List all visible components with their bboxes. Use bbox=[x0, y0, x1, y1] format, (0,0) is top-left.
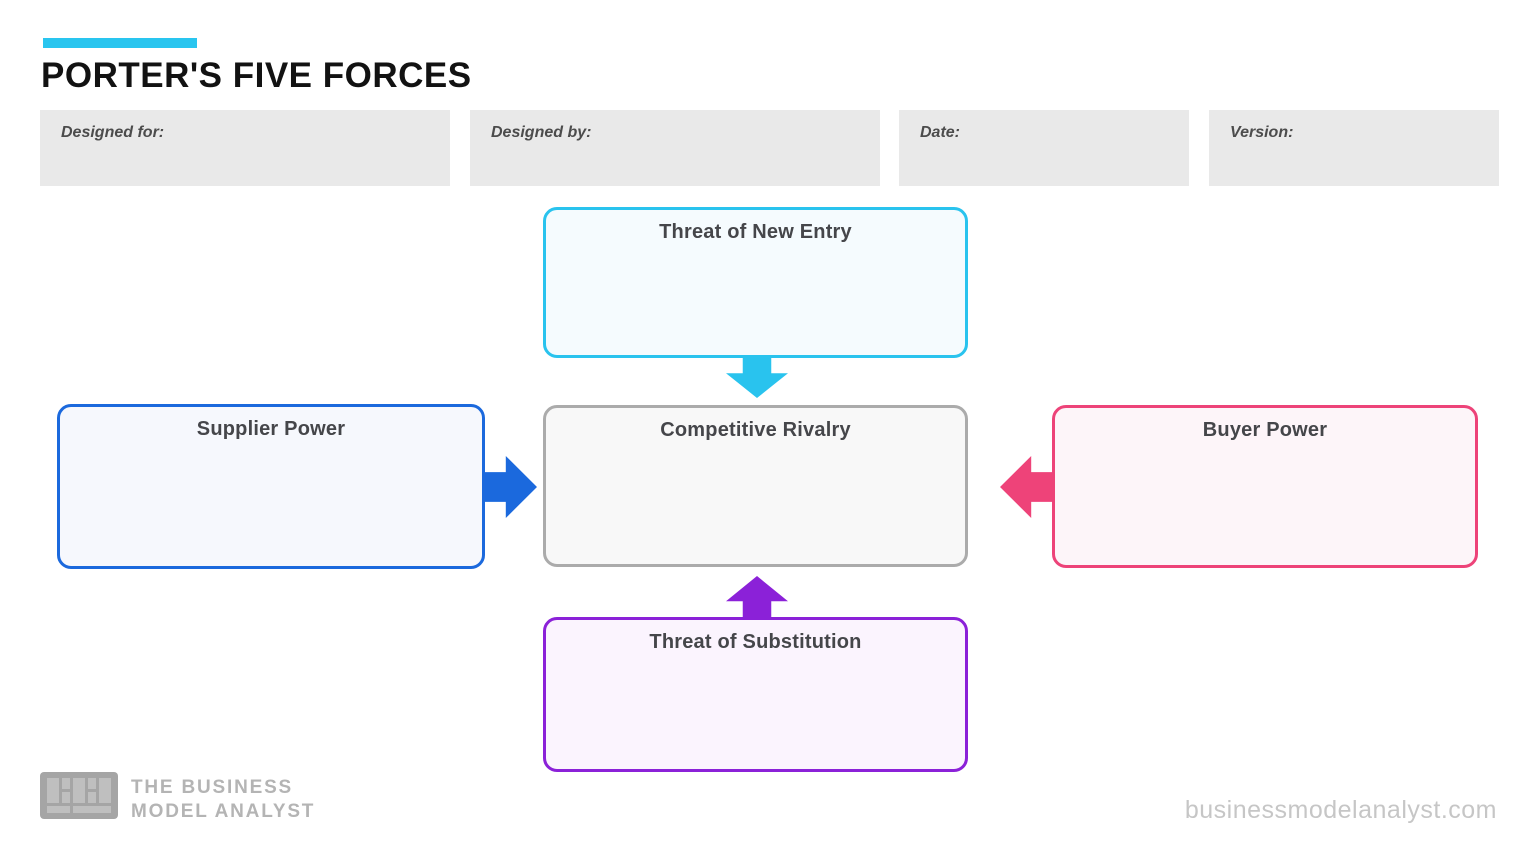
version-label: Version: bbox=[1230, 124, 1294, 141]
designed-by-field[interactable]: Designed by: bbox=[470, 110, 880, 186]
buyer-power-box[interactable]: Buyer Power bbox=[1052, 405, 1478, 568]
brand-line2: MODEL ANALYST bbox=[131, 801, 316, 822]
designed-for-field[interactable]: Designed for: bbox=[40, 110, 450, 186]
brand-line1: THE BUSINESS bbox=[131, 777, 294, 798]
threat-of-new-entry-box[interactable]: Threat of New Entry bbox=[543, 207, 968, 358]
arrow-left-icon bbox=[1000, 456, 1052, 518]
threat-of-new-entry-title: Threat of New Entry bbox=[659, 221, 852, 243]
version-field[interactable]: Version: bbox=[1209, 110, 1499, 186]
arrow-up-icon bbox=[726, 576, 788, 618]
page-title: PORTER'S FIVE FORCES bbox=[41, 56, 472, 95]
threat-of-substitution-box[interactable]: Threat of Substitution bbox=[543, 617, 968, 772]
accent-bar bbox=[43, 38, 197, 48]
threat-of-substitution-title: Threat of Substitution bbox=[649, 631, 862, 653]
arrow-down-icon bbox=[726, 358, 788, 398]
brand-wordmark: THE BUSINESS MODEL ANALYST bbox=[131, 776, 315, 824]
business-model-canvas-logo-icon bbox=[40, 772, 118, 819]
arrow-right-icon bbox=[485, 456, 537, 518]
competitive-rivalry-title: Competitive Rivalry bbox=[660, 419, 851, 441]
designed-for-label: Designed for: bbox=[61, 124, 165, 141]
competitive-rivalry-box[interactable]: Competitive Rivalry bbox=[543, 405, 968, 567]
supplier-power-box[interactable]: Supplier Power bbox=[57, 404, 485, 569]
website-url: businessmodelanalyst.com bbox=[1184, 796, 1497, 824]
date-field[interactable]: Date: bbox=[899, 110, 1189, 186]
buyer-power-title: Buyer Power bbox=[1202, 419, 1328, 441]
designed-by-label: Designed by: bbox=[491, 124, 592, 141]
date-label: Date: bbox=[920, 124, 961, 141]
supplier-power-title: Supplier Power bbox=[196, 418, 346, 440]
